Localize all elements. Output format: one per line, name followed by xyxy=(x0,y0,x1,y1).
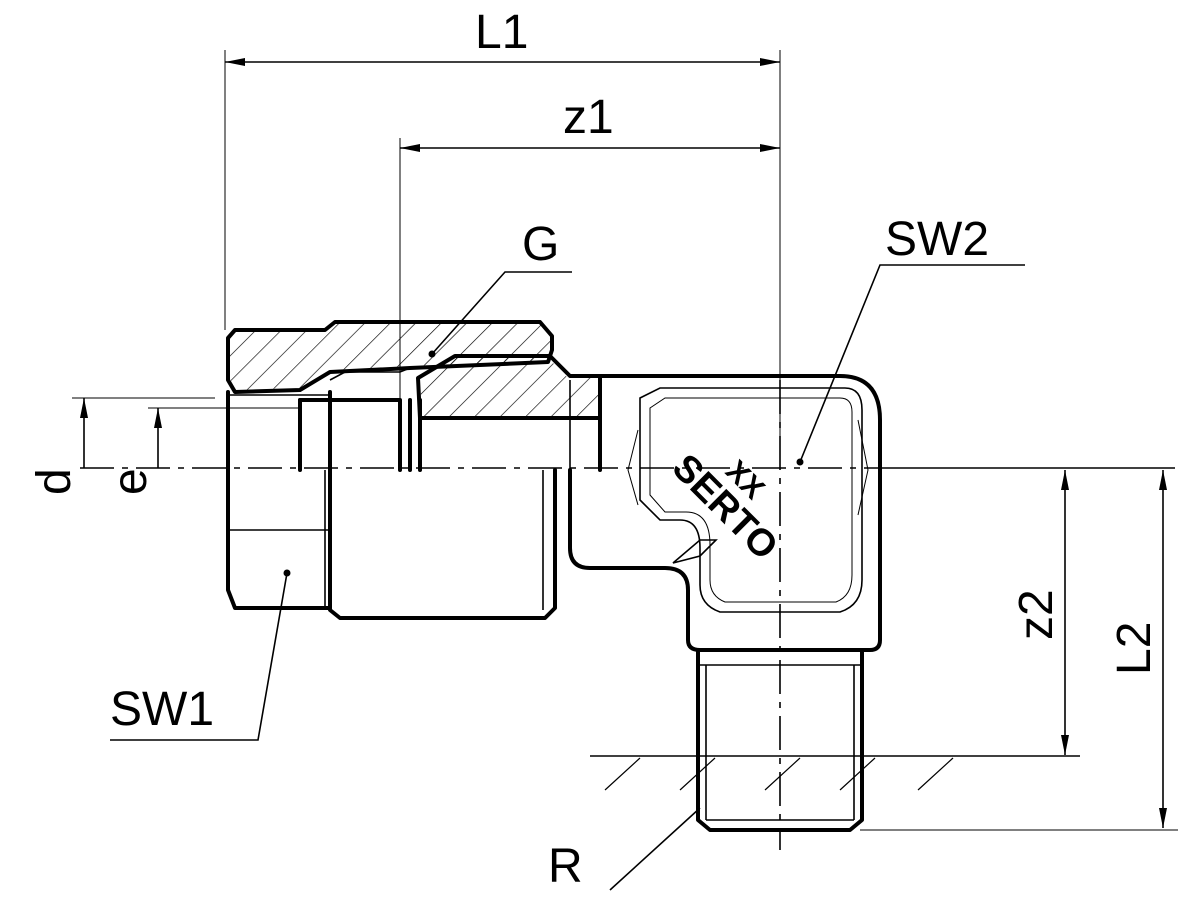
mounting-surface xyxy=(590,755,1080,791)
label-SW1: SW1 xyxy=(110,683,214,736)
dimension-z2: z2 xyxy=(1010,470,1069,755)
label-SW2: SW2 xyxy=(885,213,989,266)
leader-G: G xyxy=(431,218,572,355)
label-L1: L1 xyxy=(475,6,528,59)
label-z2: z2 xyxy=(1010,589,1063,640)
dimension-L2: L2 xyxy=(860,470,1178,831)
serto-logo: XX SERTO xyxy=(664,446,786,568)
elbow-body: XX SERTO xyxy=(568,374,882,652)
ferrule-section xyxy=(298,367,557,620)
dimension-e: e xyxy=(104,407,300,495)
dimension-z1: z1 xyxy=(399,91,780,470)
leader-R: R xyxy=(548,807,701,893)
dimension-d: d xyxy=(28,397,215,495)
body-cone xyxy=(416,350,602,420)
label-z1: z1 xyxy=(563,91,614,144)
dimension-L1: L1 xyxy=(224,6,781,470)
leader-SW2: SW2 xyxy=(799,213,1025,463)
leader-SW1: SW1 xyxy=(110,572,288,741)
threaded-spigot xyxy=(696,648,864,832)
label-G: G xyxy=(522,218,559,271)
label-L2: L2 xyxy=(1108,622,1161,675)
label-d: d xyxy=(28,468,81,495)
label-e: e xyxy=(104,468,157,495)
logo-line2: SERTO xyxy=(664,446,786,568)
label-R: R xyxy=(548,840,583,893)
